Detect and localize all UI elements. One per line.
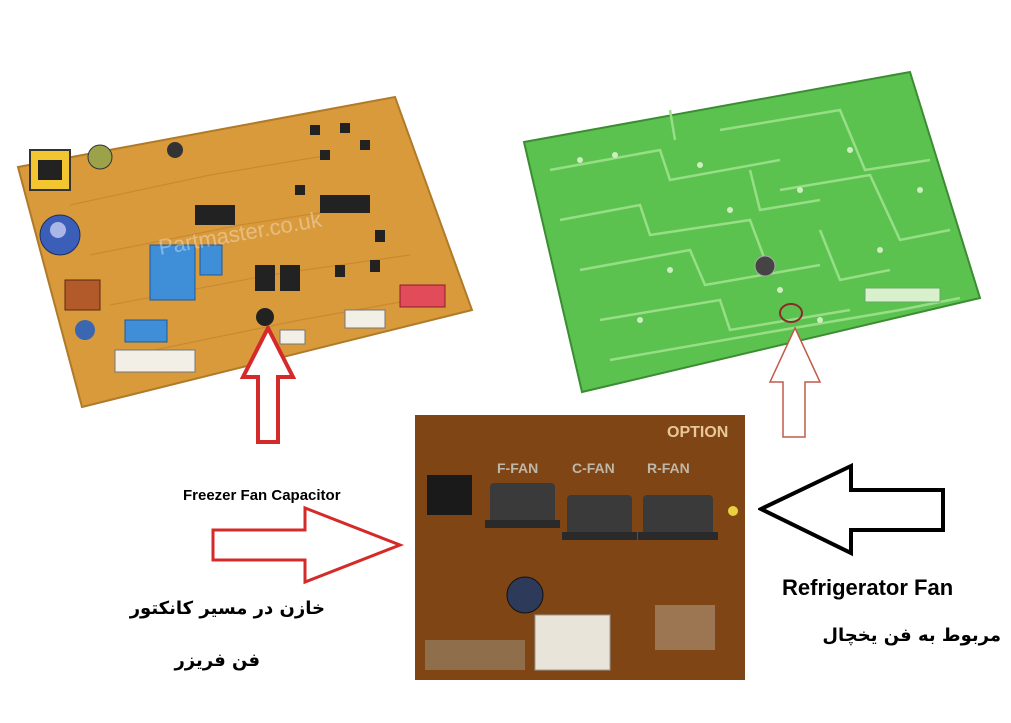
connector: [114, 349, 196, 373]
c-fan-label: C-FAN: [572, 460, 615, 476]
freezer-board-photo: Partmaster.co.uk: [16, 95, 474, 409]
refrigerator-board-photo: [522, 70, 982, 394]
ic-chip: [195, 205, 235, 225]
red-up-arrow: [240, 325, 296, 444]
f-fan-connector: [490, 483, 555, 525]
black-left-arrow: [758, 462, 945, 557]
red-right-arrow: [211, 505, 405, 585]
capacitor: [256, 308, 274, 326]
capacitor: [87, 144, 113, 170]
capacitor: [167, 142, 183, 158]
connector: [399, 284, 446, 308]
refrigerator-board-pcb: [522, 70, 982, 394]
c-fan-connector: [567, 495, 632, 537]
f-fan-label: F-FAN: [497, 460, 538, 476]
mounting-hole: [754, 255, 776, 277]
r-fan-connector: [643, 495, 713, 537]
highlight-circle: [779, 303, 803, 323]
refrigerator-fan-label: Refrigerator Fan: [782, 575, 954, 600]
fan-capacitor: [506, 576, 544, 614]
freezer-fan-capacitor-label: Freezer Fan Capacitor: [183, 487, 341, 504]
connector-closeup-photo: OPTION F-FAN C-FAN R-FAN: [415, 415, 745, 680]
light-red-up-arrow: [768, 326, 822, 438]
freezer-fan-persian-label: فن فریزر: [174, 650, 260, 671]
white-connector: [534, 614, 611, 671]
refrigerator-fan-persian-label: مربوط به فن یخچال: [822, 625, 1001, 646]
r-fan-label: R-FAN: [647, 460, 690, 476]
connector-pads: [864, 287, 941, 303]
option-label: OPTION: [667, 424, 728, 441]
capacitor-persian-label: خازن در مسیر کانکتور: [129, 598, 325, 619]
relay: [149, 244, 196, 301]
connector: [344, 309, 386, 329]
ic-chip: [320, 195, 370, 213]
